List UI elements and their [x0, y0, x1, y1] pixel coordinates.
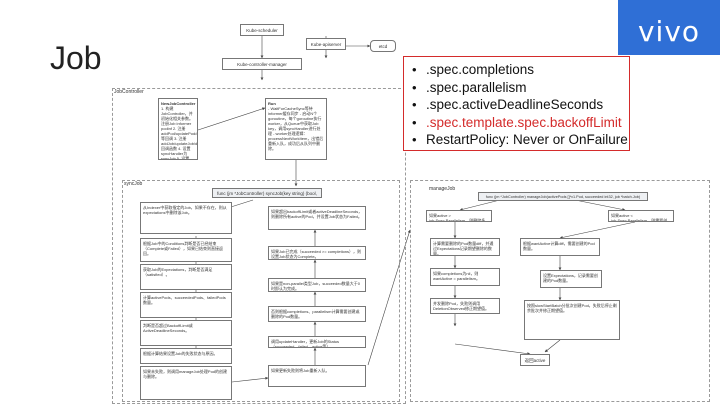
managejob-step-8: 按照slowStartBatch分批次创建Pod，失败后停止剩余批次并修正期望值… — [524, 300, 620, 340]
managejob-step-2: 如果active < job.Spec.Parallelism，则需要创建新的P… — [608, 210, 674, 222]
syncjob-step-1: 从Indexer中获取指定的Job，如果不存在，则从expectations中删… — [140, 202, 232, 234]
etcd-node: etcd — [370, 40, 396, 52]
jobcontroller-frame — [112, 88, 406, 404]
spec-field-restart-policy: RestartPolicy: Never or OnFailure — [412, 131, 629, 149]
job-spec-fields-box: .spec.completions .spec.parallelism .spe… — [403, 56, 630, 151]
brand-bar: vivo — [618, 0, 720, 55]
kube-controller-manager-node: Kube-controller-manager — [222, 58, 302, 70]
new-job-controller-title: NewJobController — [161, 101, 196, 106]
managejob-return: 返回active — [520, 354, 550, 366]
syncjob-branch-5: 调用updateHandler，更新Job的Status（succeeded、f… — [268, 336, 366, 348]
kube-apiserver-node: Kube-apiserver — [306, 38, 346, 50]
syncjob-header: func (jm *JobController) syncJob(key str… — [212, 188, 322, 198]
managejob-frame — [410, 180, 710, 402]
spec-field-parallelism: .spec.parallelism — [412, 79, 629, 97]
managejob-header: func (jm *JobController) manageJob(activ… — [478, 192, 648, 201]
job-spec-fields-list: .spec.completions .spec.parallelism .spe… — [412, 61, 629, 149]
syncjob-label: syncJob — [123, 181, 144, 187]
syncjob-branch-3: 如果是non-parallel类型Job，succeeded数量大于0时即认为完… — [268, 278, 366, 292]
managejob-step-4: 根据wantActive计算diff，需要创建的Pod数量。 — [520, 238, 600, 256]
managejob-step-7: 并发删除Pod，失败则调用DeletionObserved修正期望值。 — [430, 298, 500, 314]
run-node: Run - WaitForCacheSync等待informer缓存同步 - 启… — [265, 98, 327, 160]
syncjob-step-7: 如果未失败，则调用manageJob处理Pod的创建与删除。 — [140, 366, 232, 400]
syncjob-step-5: 判断是否超过BackoffLimit或ActiveDeadlineSeconds… — [140, 320, 232, 346]
managejob-step-5: 如果completions为nil，则wantActive = parallel… — [430, 268, 500, 286]
managejob-step-1: 如果active > job.Spec.Parallelism，则删除多余的Po… — [426, 210, 492, 222]
managejob-step-6: 设置Expectations，记录需要创建的Pod数量。 — [540, 270, 602, 288]
run-title: Run — [268, 101, 276, 106]
syncjob-step-3: 获取Job的Expectations，判断是否满足（satisfied）。 — [140, 264, 232, 290]
syncjob-frame — [122, 180, 400, 402]
jobcontroller-label: JobController — [113, 89, 145, 95]
syncjob-step-4: 计算activePods、succeededPods、failedPods数量。 — [140, 292, 232, 318]
vivo-logo: vivo — [637, 15, 701, 48]
kube-scheduler-node: Kube-scheduler — [240, 24, 284, 36]
managejob-label: manageJob — [428, 186, 457, 192]
new-job-controller-node: NewJobController 1. 构建JobController，并初始化… — [158, 98, 198, 160]
slide-title: Job — [50, 40, 102, 76]
syncjob-branch-1: 如果超出backoffLimit或者activeDeadlineSeconds，… — [268, 206, 366, 230]
new-job-controller-body: 1. 构建JobController，并初始化相关参数。注册Job inform… — [161, 106, 198, 160]
managejob-step-3: 计算需要删除的Pod数量diff，并通过Expectations记录期望删除的数… — [430, 238, 500, 256]
syncjob-branch-2: 如果Job已完成（succeeded >= completions），则设置Jo… — [268, 246, 366, 260]
syncjob-step-2: 根据Job中的Conditions判断是否已经结束（Complete或Faile… — [140, 238, 232, 262]
syncjob-branch-6: 如果更新失败则将Job重新入队。 — [268, 365, 366, 387]
run-body: - WaitForCacheSync等待informer缓存同步 - 启动N个g… — [268, 106, 324, 151]
syncjob-branch-4: 否则根据completions、parallelism计算需要创建或删除的Pod… — [268, 306, 366, 322]
syncjob-step-6: 根据计算结果设置Job的失败状态与原因。 — [140, 348, 232, 364]
spec-field-completions: .spec.completions — [412, 61, 629, 79]
spec-field-active-deadline-seconds: .spec.activeDeadlineSeconds — [412, 96, 629, 114]
spec-field-backoff-limit: .spec.template.spec.backoffLimit — [412, 114, 629, 132]
